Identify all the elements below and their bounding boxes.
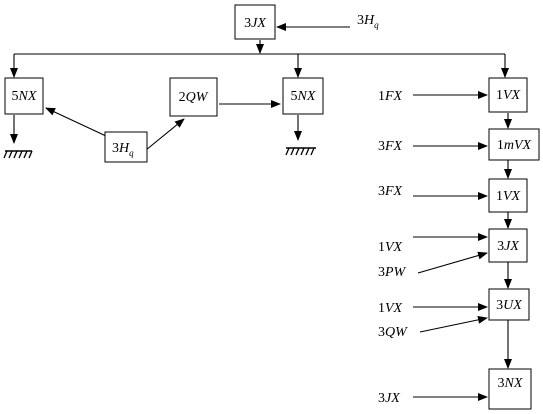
input-label-3jx: 3JX bbox=[378, 391, 400, 406]
input-label-1fx: 1FX bbox=[378, 89, 403, 104]
svg-text:3Hq: 3Hq bbox=[112, 141, 134, 158]
arrow-hq-to-qw bbox=[145, 118, 185, 151]
input-label-1vx-b: 1VX bbox=[378, 301, 403, 316]
input-label-3fx-a: 3FX bbox=[378, 139, 403, 154]
input-label-3fx-b: 3FX bbox=[378, 184, 403, 199]
svg-text:5NX: 5NX bbox=[291, 89, 316, 104]
node-right-1vx-b: 1VX bbox=[488, 178, 528, 213]
input-label-3qw: 3QW bbox=[378, 325, 408, 340]
arrow-in-3pw bbox=[417, 251, 488, 274]
ground-symbol-left bbox=[3, 150, 33, 159]
svg-text:1VX: 1VX bbox=[496, 189, 521, 204]
node-right-3ux: 3UX bbox=[488, 288, 530, 321]
svg-text:2QW: 2QW bbox=[179, 90, 209, 105]
svg-text:3UX: 3UX bbox=[496, 298, 522, 313]
input-label-1vx-a: 1VX bbox=[378, 240, 403, 255]
arrow-hq-to-left-nx bbox=[45, 107, 107, 137]
node-left-5nx: 5NX bbox=[4, 77, 44, 115]
svg-text:1mVX: 1mVX bbox=[497, 138, 532, 153]
svg-text:1VX: 1VX bbox=[496, 88, 521, 103]
node-right-1mvx: 1mVX bbox=[488, 128, 540, 161]
input-label-top-3hq: 3Hq bbox=[357, 13, 379, 30]
node-2qw: 2QW bbox=[169, 77, 218, 117]
svg-text:3NX: 3NX bbox=[498, 376, 523, 391]
svg-text:3JX: 3JX bbox=[497, 239, 519, 254]
svg-text:5NX: 5NX bbox=[12, 89, 37, 104]
svg-text:3JX: 3JX bbox=[244, 16, 266, 31]
node-right-3jx: 3JX bbox=[488, 228, 528, 263]
node-right-3nx: 3NX bbox=[488, 368, 532, 410]
connectors bbox=[10, 23, 512, 401]
node-3hq: 3Hq bbox=[104, 131, 148, 163]
node-top-3jx: 3JX bbox=[234, 4, 276, 40]
input-label-3pw: 3PW bbox=[378, 265, 407, 280]
node-right-1vx-a: 1VX bbox=[488, 77, 528, 113]
ground-symbol-mid bbox=[285, 147, 316, 156]
node-mid-5nx: 5NX bbox=[282, 77, 324, 115]
arrow-in-3qw bbox=[419, 315, 488, 333]
